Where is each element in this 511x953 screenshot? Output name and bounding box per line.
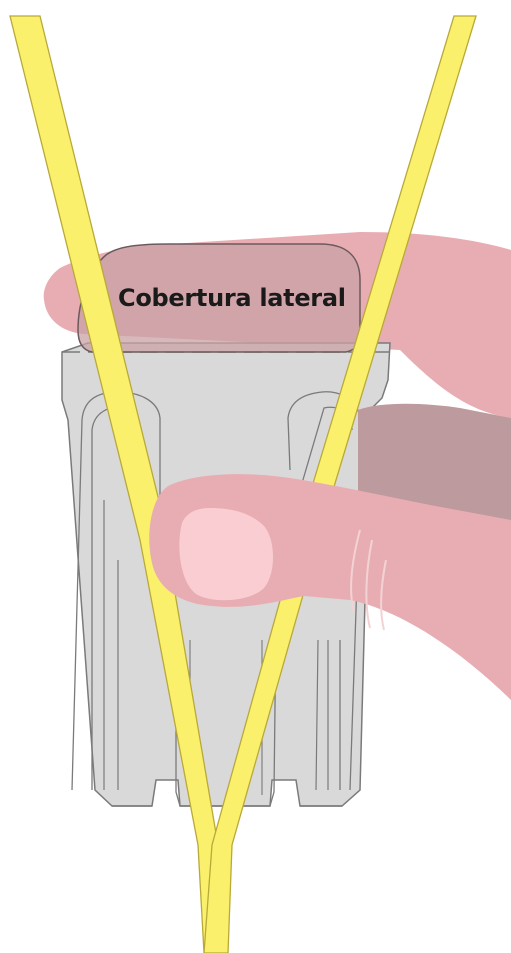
side-cover-label: Cobertura lateral — [118, 284, 346, 312]
thumb-nail — [179, 508, 273, 600]
